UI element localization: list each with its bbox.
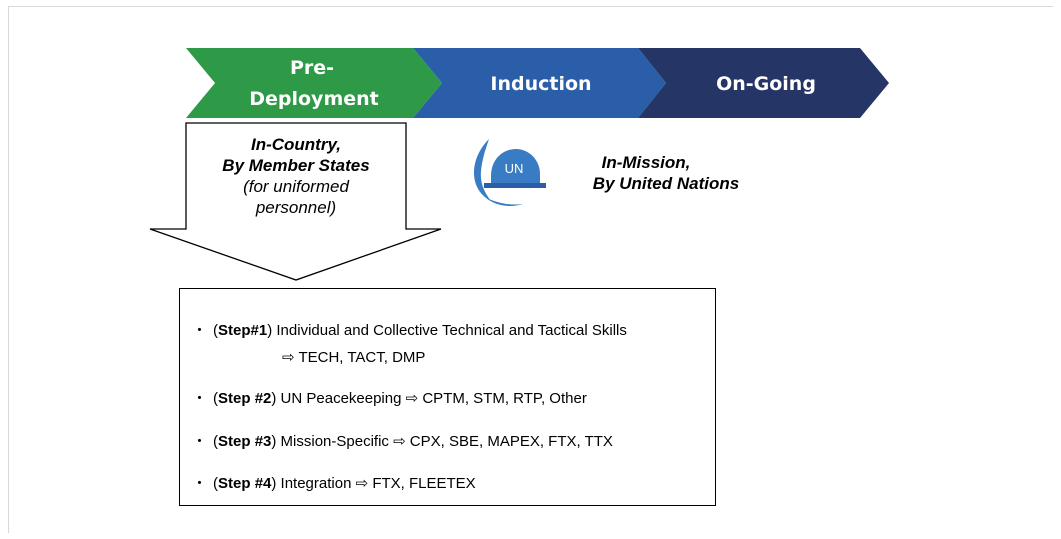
phase-chevron-induction bbox=[413, 48, 666, 118]
step-3-label: Step #3 bbox=[218, 433, 272, 450]
step-1-label: Step#1 bbox=[218, 322, 268, 339]
step-3-text: Mission-Specific ⇨ CPX, SBE, MAPEX, FTX,… bbox=[276, 433, 613, 450]
in-country-down-arrow bbox=[149, 122, 442, 281]
step-2-item: ・(Step #2) UN Peacekeeping ⇨ CPTM, STM, … bbox=[192, 390, 587, 407]
bullet-4: ・ bbox=[192, 475, 208, 492]
un-helmet-logo-icon: UN bbox=[474, 139, 546, 206]
step-3-item: ・(Step #3) Mission-Specific ⇨ CPX, SBE, … bbox=[192, 433, 613, 450]
step-4-label: Step #4 bbox=[218, 475, 272, 492]
phase-label-pre-deployment-line2: Deployment bbox=[249, 88, 379, 110]
callout-in-country: In-Country, bbox=[251, 135, 341, 154]
un-logo-text: UN bbox=[505, 161, 524, 176]
phase-label-on-going: On-Going bbox=[716, 73, 816, 95]
phase-label-induction: Induction bbox=[490, 73, 591, 95]
callout-member-states: By Member States bbox=[222, 156, 369, 175]
bullet-3: ・ bbox=[192, 433, 208, 450]
step-4-item: ・(Step #4) Integration ⇨ FTX, FLEETEX bbox=[192, 475, 476, 492]
slide-frame bbox=[8, 6, 1053, 533]
step-2-text: UN Peacekeeping ⇨ CPTM, STM, RTP, Other bbox=[276, 390, 587, 407]
un-by-united-nations: By United Nations bbox=[593, 174, 739, 193]
bullet-1: ・ bbox=[192, 322, 208, 339]
un-in-mission: In-Mission, bbox=[602, 153, 691, 172]
phase-label-pre-deployment-line1: Pre- bbox=[290, 57, 334, 79]
callout-uniformed-line1: (for uniformed bbox=[243, 177, 349, 196]
step-4-text: Integration ⇨ FTX, FLEETEX bbox=[276, 475, 476, 492]
callout-uniformed-line2: personnel) bbox=[255, 198, 336, 217]
step-2-label: Step #2 bbox=[218, 390, 272, 407]
training-steps-box: ・(Step#1) Individual and Collective Tech… bbox=[179, 288, 716, 506]
step-1-subitems: ⇨ TECH, TACT, DMP bbox=[282, 349, 426, 366]
step-1-item: ・(Step#1) Individual and Collective Tech… bbox=[192, 322, 627, 339]
phase-chevron-on-going bbox=[638, 48, 889, 118]
bullet-2: ・ bbox=[192, 390, 208, 407]
phase-chevron-pre-deployment bbox=[186, 48, 442, 118]
step-1-text: Individual and Collective Technical and … bbox=[272, 322, 627, 339]
